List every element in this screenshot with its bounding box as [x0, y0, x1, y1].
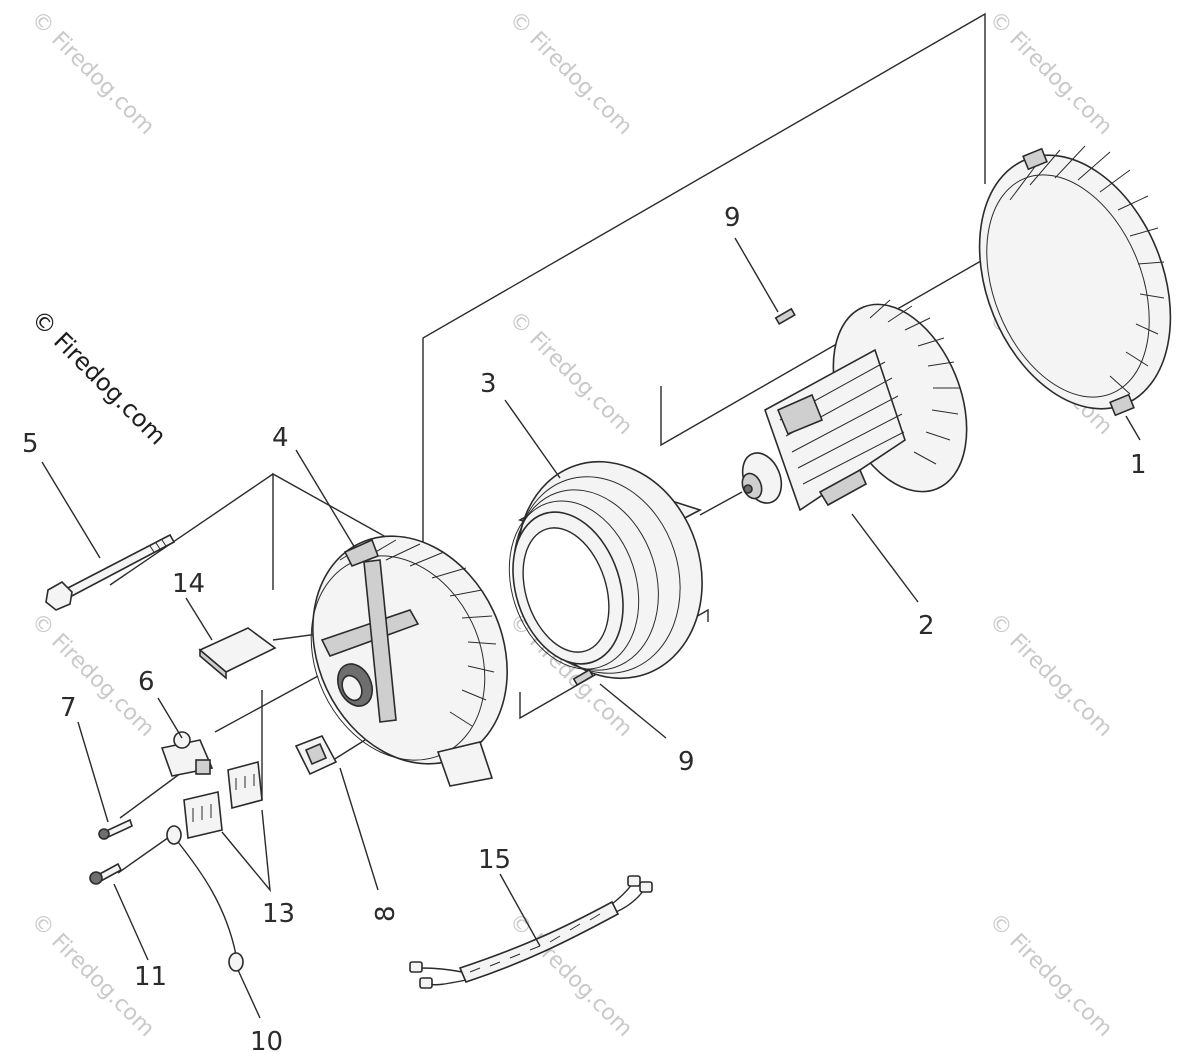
watermark-tile: © Firedog.com [504, 7, 637, 140]
part-3-stator [508, 460, 703, 680]
callout-10: 10 [250, 1027, 283, 1057]
callout-7: 7 [60, 693, 77, 723]
callout-8: 8 [371, 905, 401, 922]
callout-4: 4 [272, 423, 289, 453]
callout-13: 13 [262, 899, 295, 929]
watermark-tile: © Firedog.com [26, 7, 159, 140]
callout-15: 15 [478, 845, 511, 875]
callout-9-bottom: 9 [678, 747, 695, 777]
part-8-diode-module [294, 735, 338, 776]
watermark-main: © Firedog.com [26, 304, 172, 450]
callout-labels: 1 2 3 4 5 14 6 7 13 8 9 9 11 10 15 [22, 203, 1147, 1057]
part-7-screw [98, 818, 133, 840]
part-2-rotor [741, 299, 968, 512]
part-6-brush-holder [160, 731, 214, 777]
part-14-cover-plate [198, 627, 277, 680]
callout-2: 2 [918, 611, 935, 641]
watermark-tile: © Firedog.com [984, 609, 1117, 742]
part-4-front-housing [310, 535, 508, 787]
callout-1: 1 [1130, 450, 1147, 480]
part-5-through-bolt [45, 533, 176, 611]
callout-3: 3 [480, 369, 497, 399]
part-11-bolt [89, 862, 123, 885]
callout-11: 11 [134, 962, 167, 992]
callout-9-top: 9 [724, 203, 741, 233]
part-10-ground-wire [166, 825, 244, 972]
part-15-wire-harness [409, 875, 653, 989]
leader-lines [41, 237, 1141, 1019]
watermark-tile: © Firedog.com [504, 307, 637, 440]
callout-14: 14 [172, 569, 205, 599]
part-13-terminal-blocks [183, 760, 263, 839]
part-1-rear-housing [978, 145, 1172, 417]
callout-6: 6 [138, 667, 155, 697]
watermark-tile: © Firedog.com [984, 7, 1117, 140]
part-9-guide-pins [572, 307, 796, 687]
callout-5: 5 [22, 429, 39, 459]
watermark-tile: © Firedog.com [984, 909, 1117, 1042]
